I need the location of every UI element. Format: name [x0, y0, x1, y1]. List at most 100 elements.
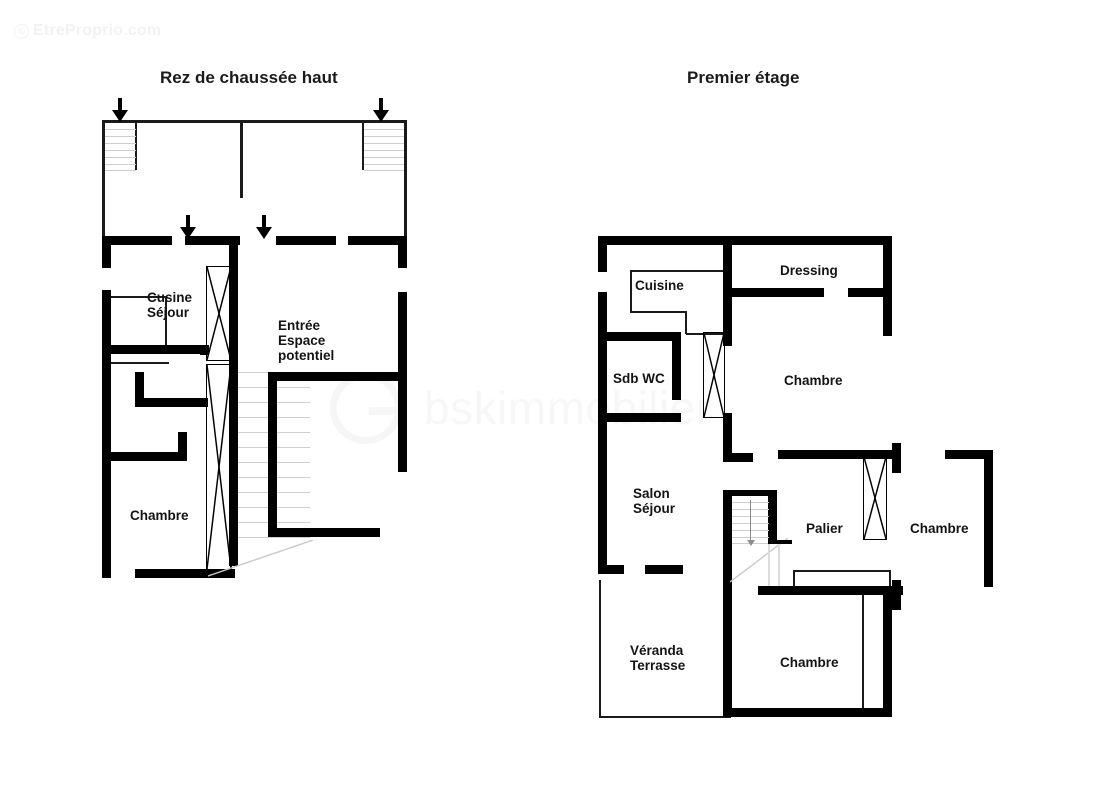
label-line-sejour: Séjour: [147, 305, 190, 320]
ground-floor-title: Rez de chaussée haut: [160, 68, 338, 87]
label-line-salon: Salon: [633, 486, 670, 501]
wall-chambre-nord-bottom-seg2: [778, 450, 898, 459]
wall-right-exterior-upper: [883, 236, 892, 336]
staircase-direction-arrowhead: [747, 540, 755, 546]
wall-partition-3-h: [111, 452, 187, 461]
shaft-upper-icon: [206, 266, 232, 361]
wall-staircase-left: [723, 490, 732, 716]
label-line-chambre: Chambre: [130, 508, 189, 523]
kitchen-counter-right-r: [685, 311, 687, 334]
bed-outline-right: [889, 570, 891, 587]
wall-left-exterior: [102, 290, 111, 578]
label-line-chambre-sud: Chambre: [780, 655, 839, 670]
staircase-direction-arrow: [750, 500, 751, 542]
wall-chambre-sud-bottom: [723, 708, 892, 717]
wall-left-exterior-main: [598, 292, 607, 574]
label-line-cuisine: Cuisine: [635, 278, 684, 293]
label-line-dressing: Dressing: [780, 263, 838, 278]
wall-sdb-bottom: [607, 413, 681, 422]
stair-rail-line-2: [778, 542, 780, 588]
wall-main-top-seg4: [348, 236, 407, 245]
wall-palier-bottom: [758, 586, 903, 595]
wall-partition-1: [111, 345, 208, 354]
watermark-text: EtreProprio.com: [33, 22, 162, 39]
bed-outline-left: [793, 570, 795, 587]
room-label-cuisine: Cuisine: [635, 278, 684, 293]
staircase-upper-right: [364, 123, 404, 171]
wall-staircase-top: [723, 490, 777, 496]
room-label-cusine-sejour: Cusine Séjour: [147, 290, 192, 320]
wall-partition-1-end: [200, 345, 209, 355]
stair-rail-line-1: [768, 542, 770, 588]
wall-partition-3-v: [178, 432, 187, 460]
down-arrow-top-left: [112, 98, 128, 122]
room-label-dressing: Dressing: [780, 263, 838, 278]
staircase-upper-left: [105, 123, 136, 171]
label-line-sejour: Séjour: [633, 501, 676, 516]
wall-right-stub-upper: [398, 236, 407, 268]
room-label-palier: Palier: [806, 521, 843, 536]
wall-chambre-nord-bottom-seg1: [723, 453, 753, 462]
wall-salon-bottom-seg1: [598, 565, 624, 574]
wall-dressing-bottom-seg2: [848, 288, 892, 297]
wall-right-wing-top: [945, 450, 993, 459]
wall-landing-top: [268, 372, 407, 381]
label-line-potentiel: potentiel: [278, 348, 335, 363]
label-line-chambre-nord: Chambre: [784, 373, 843, 388]
down-arrow-top-right: [373, 98, 389, 122]
wall-upper-stair-right-edge: [362, 120, 364, 170]
wall-upper-stair-left-edge: [135, 120, 137, 170]
label-line-entree: Entrée: [278, 318, 321, 333]
wall-palier-chambre-divider: [892, 443, 901, 473]
label-line-chambre-est: Chambre: [910, 521, 969, 536]
room-label-veranda-terrasse: Véranda Terrasse: [630, 643, 685, 673]
wall-main-top-seg3: [276, 236, 336, 245]
label-line-cusine: Cusine: [147, 290, 193, 305]
room-label-sdb-wc: Sdb WC: [613, 371, 665, 386]
kitchen-counter-left-r: [630, 270, 632, 312]
wall-upper-right: [404, 120, 407, 240]
wall-bottom-chambre: [135, 569, 235, 578]
wall-chambre-est-left: [892, 580, 901, 610]
copyright-icon: ©: [14, 24, 29, 39]
shaft-lower-right-icon: [863, 456, 887, 540]
wall-top-exterior: [598, 236, 892, 245]
shaft-upper-right-icon: [703, 332, 725, 418]
kitchen-counter-top: [111, 296, 166, 298]
staircase-lower-diagonal: [208, 540, 313, 580]
wall-main-top-seg1: [102, 236, 172, 245]
wall-sdb-right: [672, 332, 681, 400]
bed-outline-top: [793, 570, 891, 572]
label-line-sdb-wc: Sdb WC: [613, 371, 665, 386]
room-label-chambre-sud: Chambre: [780, 655, 839, 670]
room-label-chambre-est: Chambre: [910, 521, 969, 536]
kitchen-counter-bottom-r: [630, 311, 686, 313]
etreproprio-watermark: © EtreProprio.com: [14, 22, 161, 40]
wall-main-top-seg2: [185, 236, 240, 245]
room-label-salon-sejour: Salon Séjour: [633, 486, 675, 516]
wall-spine-vertical: [723, 236, 732, 346]
wall-sdb-top: [607, 332, 681, 341]
wall-salon-bottom-seg2: [645, 565, 683, 574]
wall-right-exterior: [398, 292, 407, 472]
wall-upper-left: [102, 120, 105, 240]
wall-right-wing-right: [984, 450, 993, 587]
label-line-veranda: Véranda: [630, 643, 684, 658]
ground-floor-plan: Cusine Séjour Entrée Espace potentiel Ch…: [90, 98, 430, 610]
wall-veranda-left: [599, 580, 601, 718]
wall-dressing-bottom-seg1: [732, 288, 824, 297]
first-floor-plan: Cuisine Dressing Sdb WC Chambre Salon Sé…: [590, 228, 1010, 728]
room-label-chambre-nord: Chambre: [784, 373, 843, 388]
wall-left-stub-top: [598, 236, 607, 272]
wall-upper-mid-divider: [240, 120, 243, 198]
kitchen-counter-right: [165, 296, 167, 348]
wall-landing-bottom: [268, 528, 380, 537]
wall-landing-left: [268, 372, 277, 537]
down-arrow-mid-right: [256, 215, 272, 239]
kitchen-counter-ext-r: [686, 333, 728, 335]
label-line-terrasse: Terrasse: [630, 658, 686, 673]
shaft-lower-icon: [206, 364, 232, 570]
first-floor-title: Premier étage: [687, 68, 800, 87]
wall-partition-2: [135, 372, 144, 407]
wall-upper-top: [102, 120, 407, 123]
